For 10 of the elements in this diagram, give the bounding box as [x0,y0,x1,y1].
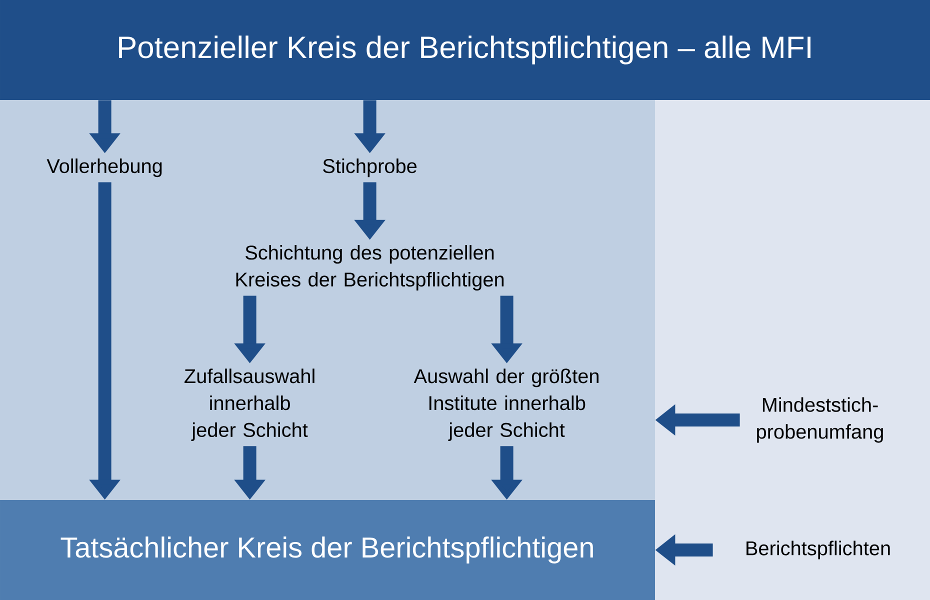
step-label: Stichprobe [323,158,417,178]
footer-band: Tatsächlicher Kreis der Berichtspflichtigen [0,500,655,600]
step-label: Mindeststich-probenumfang [757,397,883,443]
panel-background [0,100,655,500]
step-label: Schichtung des potenziellen Kreises der Berichtspflichtigen [236,245,504,291]
step-label: Berichtspflichten [746,540,890,560]
step-label: Zufallsauswahl innerhalb jeder Schicht [184,368,314,441]
header-band: Potenzieller Kreis der Berichtspflichtigen – alle MFI [0,0,930,100]
step-label: Auswahl der größten Institute innerhalb jeder Schicht [414,368,598,441]
step-label: Vollerhebung [46,158,162,178]
